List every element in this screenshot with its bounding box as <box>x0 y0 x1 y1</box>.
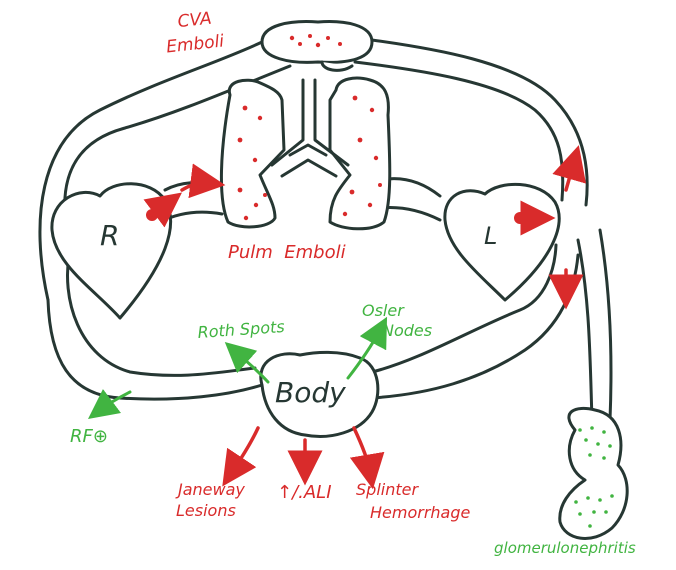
label-splinter-line1: Splinter <box>356 480 419 499</box>
left-heart <box>443 145 587 310</box>
label-roth-spots: Roth Spots <box>197 317 285 342</box>
label-janeway-line2: Lesions <box>176 501 236 520</box>
label-rf: RF⊕ <box>70 426 108 447</box>
label-splinter-hemorrhage: Splinter Hemorrhage <box>356 480 471 522</box>
label-osler-line1: Osler <box>362 301 405 320</box>
label-osler-nodes: Osler Nodes <box>362 301 432 340</box>
brain <box>260 20 374 72</box>
right-heart <box>50 163 226 320</box>
label-ali: ↑/.ALI <box>277 482 332 503</box>
body-arrows <box>87 316 388 490</box>
label-cva-line2: Emboli <box>165 31 225 57</box>
label-cva-line1: CVA <box>177 9 213 32</box>
label-pulm-emboli: Pulm Emboli <box>228 242 346 263</box>
label-glomerulonephritis: glomerulonephritis <box>494 539 636 557</box>
label-left-heart: L <box>484 222 497 250</box>
label-right-heart: R <box>100 219 119 252</box>
kidney <box>558 406 629 540</box>
label-cva-emboli: CVA Emboli <box>163 8 225 58</box>
label-splinter-line2: Hemorrhage <box>370 503 471 522</box>
label-janeway-line1: Janeway <box>175 480 245 499</box>
body <box>259 350 380 438</box>
label-osler-line2: Nodes <box>382 321 432 340</box>
label-janeway-lesions: Janeway Lesions <box>175 480 250 520</box>
label-body: Body <box>275 376 346 409</box>
lungs <box>219 76 392 231</box>
